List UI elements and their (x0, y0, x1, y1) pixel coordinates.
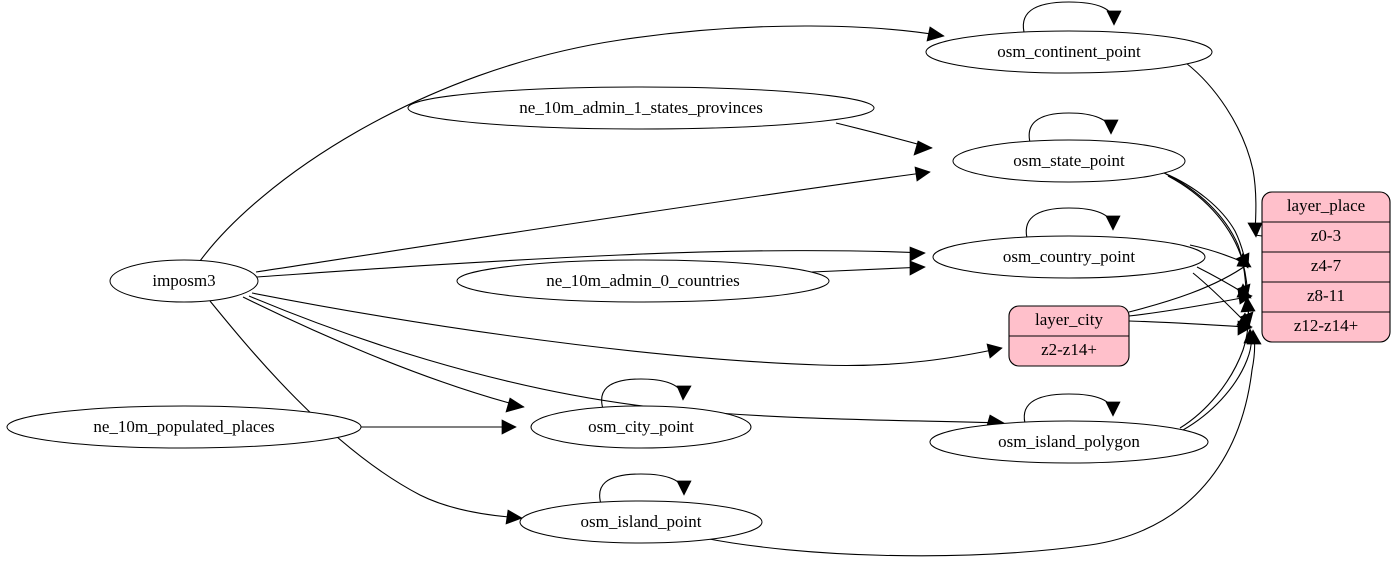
node-imposm3-label: imposm3 (152, 271, 215, 290)
arrowhead-self-loop-osm-island-point (676, 480, 692, 496)
arrowhead-osm-continent-point-layer-place-z0-3 (1247, 222, 1263, 238)
edge-osm-island-polygon-to-layer-place-z12 (1182, 333, 1252, 431)
node-osm-island-point[interactable]: osm_island_point (519, 500, 763, 544)
record-layer-place-row-z12-z14[interactable]: z12-z14+ (1294, 316, 1358, 335)
record-layer-city-row-z2-z14[interactable]: z2-z14+ (1041, 340, 1097, 359)
node-osm-state-point[interactable]: osm_state_point (952, 139, 1186, 183)
record-layer-place-row-z4-7[interactable]: z4-7 (1311, 256, 1342, 275)
edge-osm-continent-point-to-layer-place-z0-3-tail (1254, 234, 1263, 237)
edge-osm-state-point-to-layer-place-z8-11 (1165, 173, 1247, 296)
node-ne-10m-populated-places[interactable]: ne_10m_populated_places (6, 405, 362, 449)
edge-imposm3-to-osm-continent-point (199, 25, 945, 262)
node-imposm3[interactable]: imposm3 (109, 259, 259, 303)
arrowhead-self-loop-osm-island-polygon (1105, 401, 1121, 417)
edge-imposm3-to-osm-state-point (255, 171, 931, 273)
edge-layer-city-to-layer-place-z8-11 (1128, 296, 1248, 317)
node-osm-continent-point[interactable]: osm_continent_point (925, 30, 1213, 74)
node-osm-country-point-label: osm_country_point (1003, 247, 1135, 266)
record-layer-city[interactable]: layer_city z2-z14+ (1008, 305, 1130, 367)
node-osm-continent-point-label: osm_continent_point (997, 42, 1141, 61)
node-osm-city-point-label: osm_city_point (588, 417, 694, 436)
arrowhead-imposm3-osm-island-point (505, 509, 523, 525)
arrowhead-ne-countries-osm-country-point (909, 260, 926, 276)
edge-imposm3-to-osm-country-point (256, 250, 926, 278)
arrowhead-self-loop-osm-country-point (1105, 215, 1121, 231)
edge-layer-city-to-layer-place-extra (1128, 263, 1249, 313)
arrowhead-ne-states-osm-state-point (913, 140, 933, 156)
edge-imposm3-to-layer-city (251, 292, 1003, 367)
edge-layer (199, 1, 1263, 557)
arrowhead-imposm3-osm-continent-point (926, 26, 945, 42)
arrowhead-imposm3-osm-state-point (914, 166, 931, 182)
edge-imposm3-to-osm-island-polygon (248, 295, 1005, 424)
record-layer: layer_city z2-z14+ layer_place z0-3 z4-7… (1008, 191, 1391, 367)
arrowhead-layer-city-layer-place-z12 (1237, 320, 1253, 336)
node-ne-states-label: ne_10m_admin_1_states_provinces (519, 98, 763, 117)
node-layer: imposm3 ne_10m_admin_1_states_provinces … (6, 30, 1213, 544)
node-osm-island-polygon-label: osm_island_polygon (998, 432, 1140, 451)
node-osm-city-point[interactable]: osm_city_point (530, 405, 752, 449)
edge-ne-countries-to-osm-country-point (811, 266, 926, 273)
edge-osm-island-polygon-to-layer-place-z8-11 (1179, 301, 1250, 429)
node-ne-places-label: ne_10m_populated_places (93, 417, 274, 436)
arrowhead-imposm3-layer-city (986, 343, 1003, 359)
edge-imposm3-to-osm-island-point (209, 300, 523, 519)
edge-layer-city-to-layer-place-z12 (1128, 320, 1248, 328)
arrowhead-osm-island-point-layer-place-z12 (1246, 329, 1262, 345)
arrowhead-imposm3-osm-country-point (909, 246, 926, 262)
node-osm-country-point[interactable]: osm_country_point (932, 235, 1206, 279)
node-osm-state-point-label: osm_state_point (1013, 151, 1125, 170)
node-ne-10m-admin-0-countries[interactable]: ne_10m_admin_0_countries (456, 259, 830, 303)
edge-imposm3-to-osm-city-point (242, 296, 525, 408)
record-layer-place-row-z0-3[interactable]: z0-3 (1311, 226, 1341, 245)
arrowhead-imposm3-osm-city-point (505, 397, 525, 413)
edge-osm-continent-point-to-layer-place-z0-3 (1185, 62, 1257, 233)
record-layer-place-row-z8-11[interactable]: z8-11 (1307, 286, 1345, 305)
arrowhead-self-loop-osm-continent-point (1106, 10, 1122, 26)
node-osm-island-point-label: osm_island_point (581, 512, 702, 531)
record-layer-place[interactable]: layer_place z0-3 z4-7 z8-11 z12-z14+ (1261, 191, 1391, 343)
node-osm-island-polygon[interactable]: osm_island_polygon (929, 420, 1209, 464)
edge-osm-island-point-to-layer-place-z12 (703, 334, 1256, 557)
arrowhead-ne-places-osm-city-point (501, 419, 517, 435)
arrowhead-self-loop-osm-city-point (676, 385, 692, 401)
record-layer-place-title: layer_place (1287, 196, 1365, 215)
arrowhead-osm-island-polygon-layer-place-z8-11 (1240, 296, 1256, 313)
record-layer-city-title: layer_city (1035, 310, 1103, 329)
node-ne-countries-label: ne_10m_admin_0_countries (546, 271, 740, 290)
node-ne-10m-admin-1-states-provinces[interactable]: ne_10m_admin_1_states_provinces (407, 86, 875, 130)
arrowhead-self-loop-osm-state-point (1103, 119, 1119, 135)
